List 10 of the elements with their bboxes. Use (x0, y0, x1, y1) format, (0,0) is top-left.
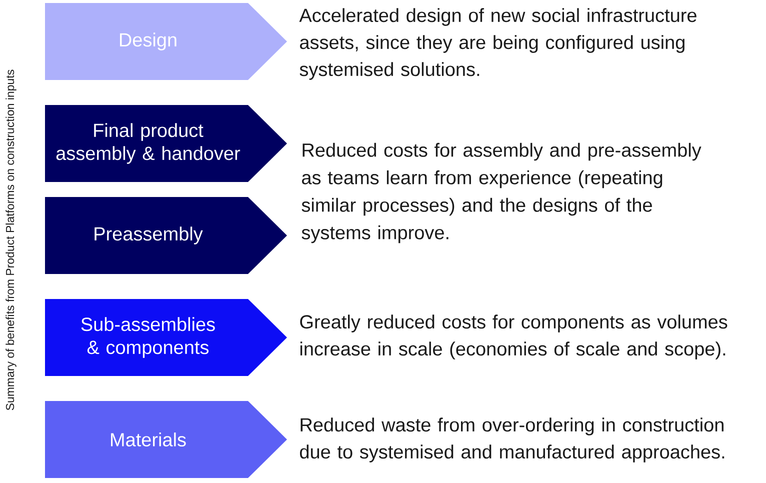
chevron-box: Design (45, 3, 287, 80)
chevron-box: Preassembly (45, 197, 287, 274)
chevron-box: Sub-assemblies & components (45, 299, 287, 376)
chevron-box: Final product assembly & handover (45, 105, 287, 182)
description-text: Greatly reduced costs for components as volumes increase in scale (economies of scale and scope). (300, 314, 728, 360)
description-text: Accelerated design of new social infrastructure assets, since they are being configured using systemised solutions. (299, 8, 696, 80)
axis-title: Summary of benefits from Product Platforms on construction inputs (6, 70, 16, 410)
description-text: Reduced costs for assembly and pre-assembly as teams learn from experience (repeating similar processes) and the designs of the systems improve. (302, 142, 702, 244)
chevron-box: Materials (45, 401, 287, 478)
description-text: Reduced waste from over-ordering in construction due to systemised and manufactured approaches. (300, 418, 724, 462)
